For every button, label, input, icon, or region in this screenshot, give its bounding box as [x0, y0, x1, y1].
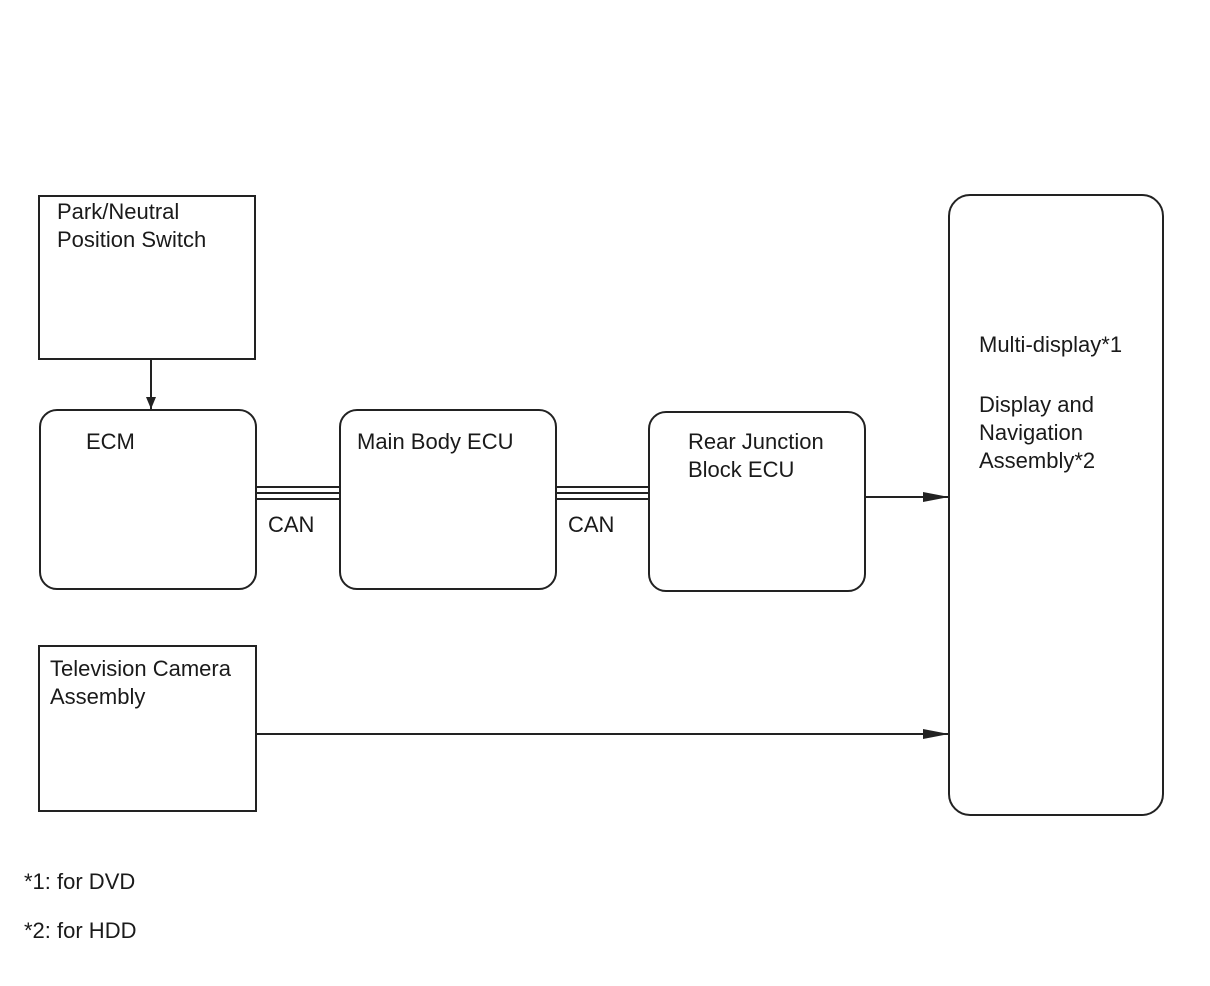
main-body-ecu-label: Main Body ECU — [357, 429, 514, 454]
rear-junction-block-ecu-label: Rear Junction Block ECU — [688, 429, 824, 482]
can-bus-1 — [257, 486, 340, 500]
footnote-1: *1: for DVD — [24, 869, 136, 894]
rear-junction-block-ecu-block — [648, 411, 866, 592]
display-navigation-label: Display and Navigation Assembly*2 — [979, 392, 1096, 473]
can-bus-2 — [557, 486, 649, 500]
can-label-1: CAN — [268, 512, 315, 537]
park-neutral-switch-label: Park/Neutral Position Switch — [57, 199, 207, 252]
multi-display-block — [948, 194, 1164, 816]
ecm-block — [39, 409, 257, 590]
park-neutral-switch-block — [38, 195, 256, 360]
main-body-ecu-block — [339, 409, 557, 590]
television-camera-label: Television Camera Assembly — [50, 656, 231, 709]
can-label-2: CAN — [568, 512, 615, 537]
footnote-2: *2: for HDD — [24, 918, 137, 943]
television-camera-block — [38, 645, 257, 812]
ecm-label: ECM — [86, 429, 135, 454]
multi-display-label: Multi-display*1 — [979, 332, 1123, 357]
